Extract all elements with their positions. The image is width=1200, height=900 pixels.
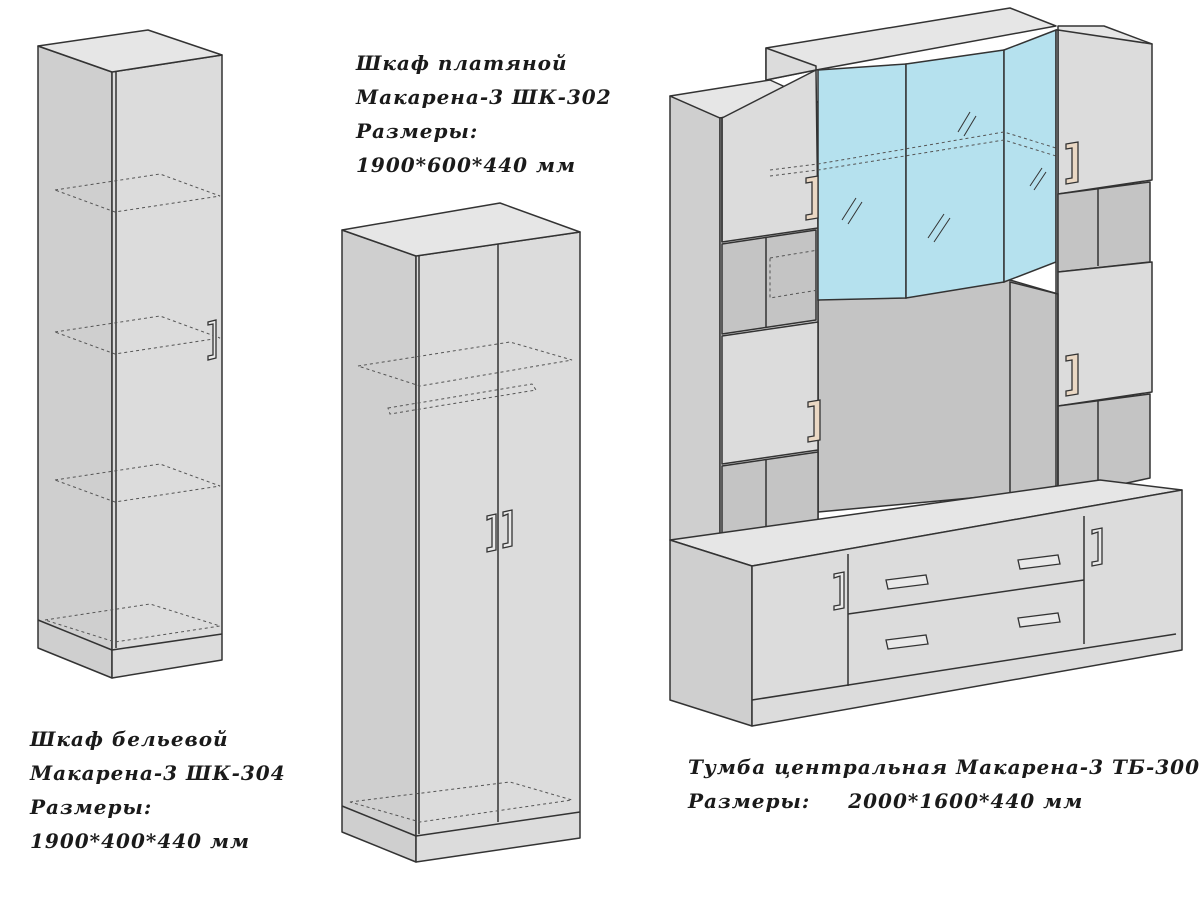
cabinet-tb300-sizes-label: Размеры: [688,789,811,813]
cabinet-tb300-model: Тумба центральная Макарена-3 ТБ-300 [688,755,1200,779]
cabinet-tb300-sizes: Размеры: 2000*1600*440 мм [688,784,1200,818]
cabinet-tb300-sizes-value: 2000*1600*440 мм [848,789,1084,813]
caption-cabinet-tb300: Тумба центральная Макарена-3 ТБ-300 Разм… [688,750,1200,818]
wardrobe-304-illustration [37,29,223,679]
caption-wardrobe-304: Шкаф бельевой Макарена-3 ШК-304 Размеры:… [30,722,286,858]
wardrobe-302-sizes-value: 1900*600*440 мм [356,153,577,177]
caption-wardrobe-302: Шкаф платяной Макарена-3 ШК-302 Размеры:… [356,46,612,182]
door-handle-304 [207,319,217,361]
glass-doors [769,28,1057,301]
wardrobe-304-sizes-label: Размеры: [30,795,153,819]
wardrobe-302-model: Макарена-3 ШК-302 [356,85,612,109]
cabinet-tb300-illustration [669,7,1183,727]
wardrobe-302-illustration [341,202,581,863]
wardrobe-304-sizes-value: 1900*400*440 мм [30,829,251,853]
wardrobe-304-type: Шкаф бельевой [30,727,229,751]
door-handle-302-right [502,509,513,549]
door-handle-302-left [486,513,497,553]
wardrobe-302-type: Шкаф платяной [356,51,568,75]
wardrobe-302-sizes-label: Размеры: [356,119,479,143]
wardrobe-304-model: Макарена-3 ШК-304 [30,761,286,785]
